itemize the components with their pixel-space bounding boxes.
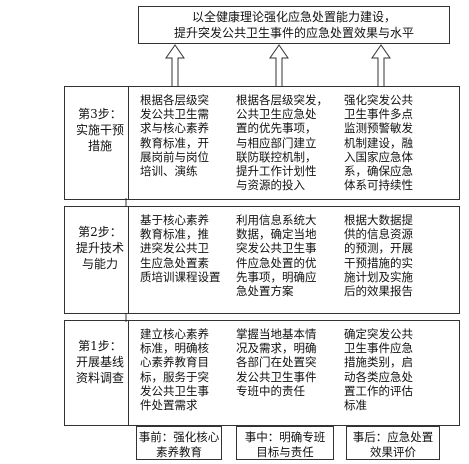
step1-label: 第1步： 开展基线 资料调查 bbox=[75, 339, 124, 385]
step1-cell-3: 确定突发公共 卫生事件应急 措施类别，启 动各类应急处 置工作的评估 标准 bbox=[344, 327, 413, 413]
step3-cell-group bbox=[128, 86, 460, 200]
step3-cell-1: 根据各层级突 发公共卫生需 求与核心素养 教育标准，开 展岗前与岗位 培训、演练 bbox=[140, 93, 209, 179]
footer-during: 事中：明确专班 目标与责任 bbox=[236, 426, 334, 460]
step2-cell-1: 基于核心素养 教育标准，推 进突发公共卫 生应急处置素 质培训课程设置 bbox=[140, 213, 221, 284]
step1-cell-1: 建立核心素养 标准，明确核 心素养教育目 标，服务于突 发公共卫生事 件处置需求 bbox=[140, 327, 209, 413]
step3-cell-3: 强化突发公共 卫生事件多点 监测预警敏发 机制建设，融 入国家应急体 系，确保应… bbox=[344, 93, 413, 193]
arrow-up-3 bbox=[371, 44, 391, 89]
step1-cell-group bbox=[128, 320, 460, 426]
step2-label: 第2步： 提升技术 与能力 bbox=[75, 225, 124, 271]
step2-cell-2: 利用信息系统大 数据，确定当地 突发公共卫生事 件应急处置的优 先事项，明确应 … bbox=[236, 213, 317, 299]
arrow-up-1 bbox=[165, 44, 185, 89]
footer-before: 事前：强化核心 素养教育 bbox=[136, 426, 222, 460]
step3-cell-2: 根据各层级突发， 公共卫生应急处 置的优先事项， 与相应部门建立 联防联控机制，… bbox=[236, 93, 328, 193]
step3-label: 第3步： 实施干预 措施 bbox=[75, 107, 124, 153]
step2-cell-3: 根据大数据提 供的信息资源 的预测，开展 干预措施的实 施计划及实施 后的效果报… bbox=[344, 213, 413, 299]
arrow-up-2 bbox=[269, 44, 289, 89]
step1-cell-2: 掌握当地基本情 况及需求，明确 各部门在处置突 发公共卫生事件 专班中的责任 bbox=[236, 327, 317, 398]
step2-cell-group bbox=[128, 206, 460, 314]
footer-after: 事后：应急处置 效果评价 bbox=[346, 426, 440, 460]
goal-box: 以全健康理论强化应急处置能力建设， 提升突发公共卫生事件的应急处置效果与水平 bbox=[138, 6, 450, 44]
